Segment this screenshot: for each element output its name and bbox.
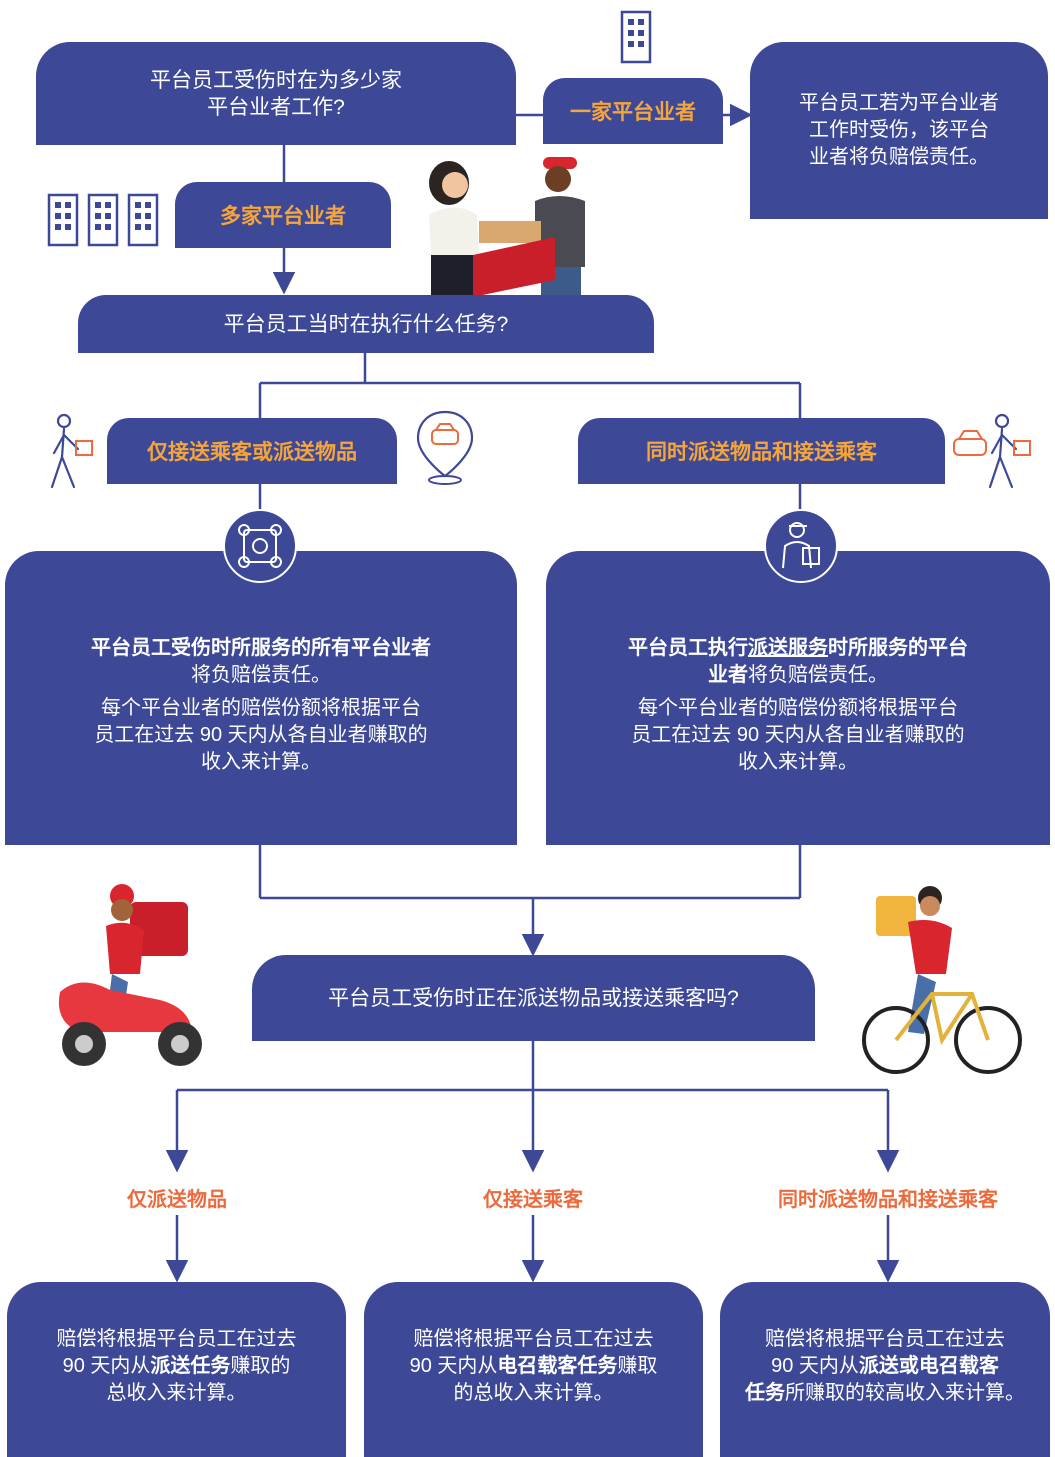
multiple-buildings-icon [47, 193, 159, 247]
right-liability-box: 平台员工执行派送服务时所服务的平台业者将负赔偿责任。 每个平台业者的赔偿份额将根… [546, 551, 1050, 845]
one-platform-result: 平台员工若为平台业者 工作时受伤，该平台 业者将负赔偿责任。 [750, 42, 1048, 219]
bicycle-rider-illustration [862, 886, 1022, 1074]
multi-platform-label: 多家平台业者 [175, 182, 391, 248]
network-gear-icon [223, 509, 297, 583]
car-and-courier-icon [953, 413, 1031, 489]
scooter-rider-illustration [58, 884, 202, 1066]
question-injury-task: 平台员工受伤时正在派送物品或接送乘客吗? [252, 955, 815, 1041]
tab-single-task: 仅接送乘客或派送物品 [107, 418, 397, 484]
handover-illustration [429, 157, 585, 297]
courier-walking-icon [50, 413, 93, 489]
outcome-label-delivery-only: 仅派送物品 [127, 1189, 227, 1211]
building-icon [620, 10, 652, 64]
location-car-icon [416, 410, 474, 485]
question-platform-count: 平台员工受伤时在为多少家 平台业者工作? [36, 42, 516, 145]
one-platform-label: 一家平台业者 [543, 78, 723, 144]
question-task-type: 平台员工当时在执行什么任务? [78, 295, 654, 353]
left-liability-box: 平台员工受伤时所服务的所有平台业者将负赔偿责任。 每个平台业者的赔偿份额将根据平… [5, 551, 517, 845]
delivery-person-icon [764, 509, 838, 583]
outcome-label-both: 同时派送物品和接送乘客 [778, 1189, 998, 1211]
outcome-label-passenger-only: 仅接送乘客 [483, 1189, 583, 1211]
tab-both-tasks: 同时派送物品和接送乘客 [578, 418, 945, 484]
